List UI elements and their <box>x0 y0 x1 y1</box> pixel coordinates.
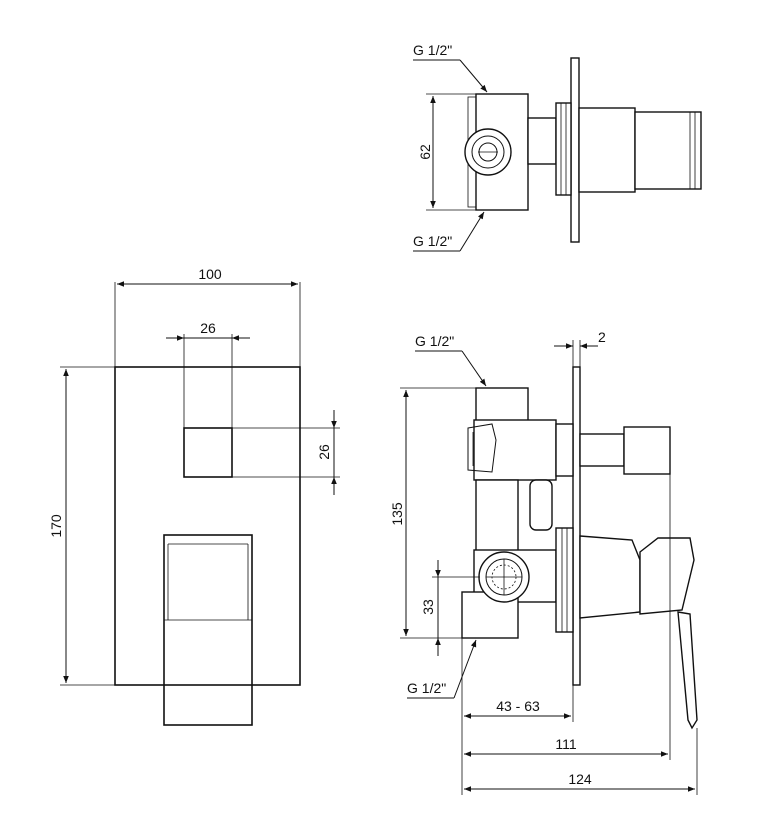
side-view-handle-depth-label: 111 <box>555 736 576 752</box>
side-view-wall-depth-label: 43 - 63 <box>496 698 540 714</box>
top-view-wall-plate <box>570 57 580 243</box>
front-view-cover-plate <box>114 366 301 686</box>
side-view: 2 G 1/2" 135 33 G 1/2" 43 - 63 111 <box>389 329 698 795</box>
side-view-lever-housing <box>579 535 641 619</box>
front-view-diverter-knob <box>183 427 233 478</box>
top-view-thread-bottom-label: G 1/2" <box>413 233 452 249</box>
front-view-height-label: 170 <box>48 514 64 538</box>
side-view-thread-top-leader <box>461 350 487 387</box>
side-view-connecting-pipe <box>529 479 553 531</box>
top-view-width-label: 62 <box>417 144 433 160</box>
side-view-top-inlet <box>475 387 529 423</box>
side-view-knob-stem <box>579 433 625 467</box>
side-view-thread-bottom-leader <box>453 639 477 699</box>
top-view-handle-knob <box>634 111 702 190</box>
front-view-lever-handle <box>163 534 253 726</box>
front-view-knob-width-label: 26 <box>200 320 216 336</box>
side-view-center-body <box>475 479 519 561</box>
front-view-width-label: 100 <box>198 266 222 282</box>
side-view-plate-thickness-label: 2 <box>598 329 606 345</box>
front-view-knob-height-label: 26 <box>316 444 332 460</box>
side-view-outlet-offset-label: 33 <box>420 599 436 615</box>
side-view-total-depth-label: 124 <box>568 771 592 787</box>
side-view-thread-top-label: G 1/2" <box>415 333 454 349</box>
side-view-wall-plate <box>572 366 581 686</box>
top-view: 62 G 1/2" G 1/2" <box>413 42 702 252</box>
side-view-outlet-circle <box>478 551 530 603</box>
top-view-collar <box>555 102 572 196</box>
side-view-thread-bottom-label: G 1/2" <box>407 680 446 696</box>
top-view-handle-base <box>578 107 636 193</box>
top-view-inlet <box>464 128 512 176</box>
side-view-knob <box>623 426 671 475</box>
front-view: 100 26 26 170 <box>48 266 340 726</box>
side-view-upper-body <box>473 419 557 481</box>
top-view-thread-bottom-leader <box>459 211 485 252</box>
top-view-thread-top-label: G 1/2" <box>413 42 452 58</box>
side-view-height-label: 135 <box>389 502 405 526</box>
side-view-lever-base <box>639 537 695 615</box>
top-view-thread-top-leader <box>459 59 488 93</box>
side-view-upper-port <box>467 423 497 473</box>
side-view-lower-collar <box>555 527 574 633</box>
side-view-upper-collar <box>555 423 574 477</box>
side-view-lever-arm <box>677 611 698 730</box>
top-view-neck <box>527 117 557 165</box>
